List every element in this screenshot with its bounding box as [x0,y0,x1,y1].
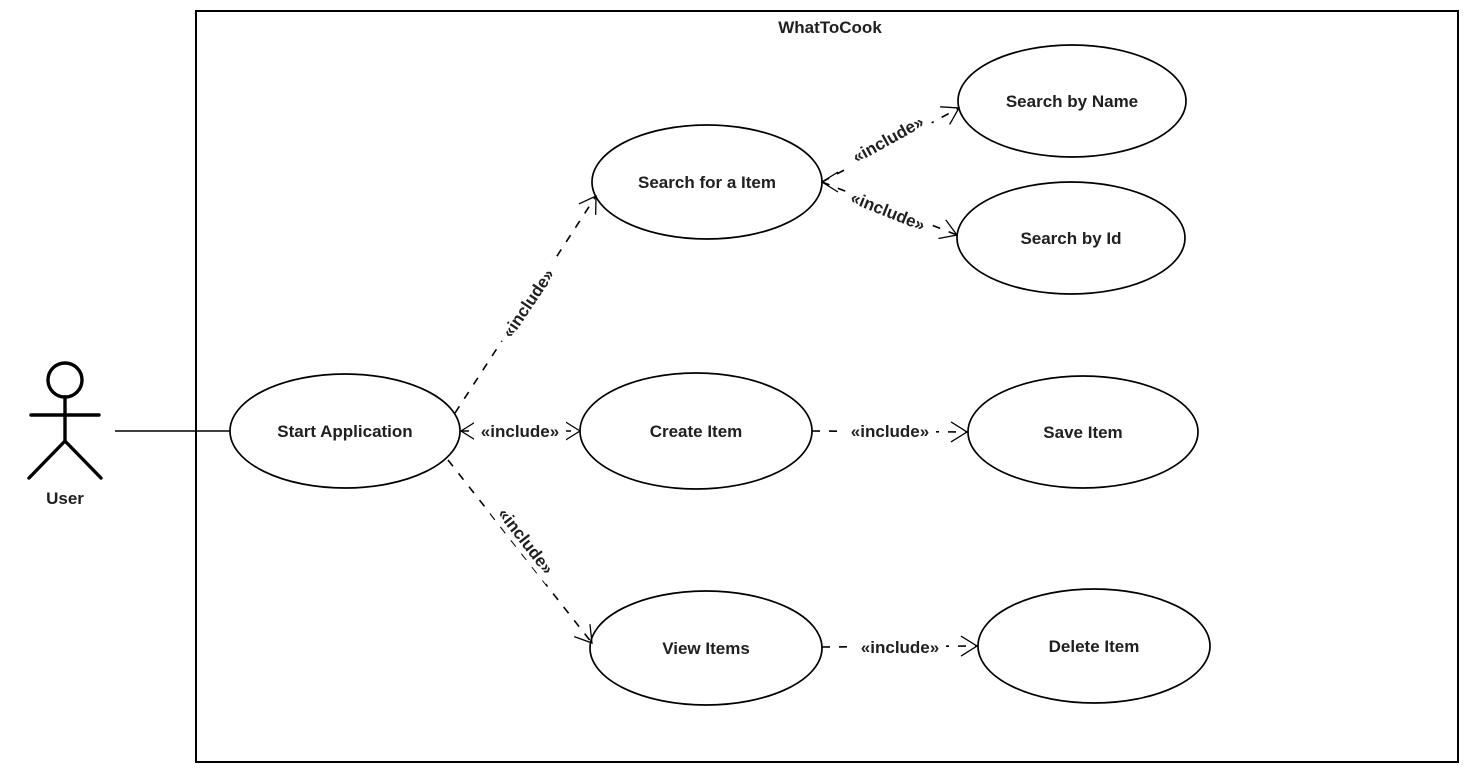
include-label-background [854,636,946,658]
actor-head [46,361,84,399]
usecase-search-by-name-label: Search by Name [1006,92,1138,111]
actor-label: User [46,489,84,508]
svg-text:«include»: «include» [861,638,939,657]
svg-text:«include»: «include» [481,422,559,441]
usecase-save-item-label: Save Item [1043,423,1122,442]
arrowhead-into-search-for-a-item [820,171,839,193]
edge-start-application-to-view-items [447,459,593,644]
usecase-view-items-ellipse [589,590,823,706]
usecase-delete-item-label: Delete Item [1049,637,1140,656]
include-label-background [844,420,936,442]
usecase-search-by-id-label: Search by Id [1020,229,1121,248]
include-label-create-to-save: «include» [844,420,936,442]
usecase-search-for-a-item-label: Search for a Item [638,173,776,192]
usecase-search-by-name-ellipse [957,44,1187,158]
include-label-start-to-create: «include» [474,420,566,442]
usecase-view-items-label: View Items [662,639,750,658]
include-label-background [474,420,566,442]
include-label-background [841,183,935,239]
include-label-background [842,107,934,171]
include-label-search-to-by-name: «include» [842,107,934,171]
actor-left-leg [27,439,67,480]
actor-user-icon [27,361,103,480]
usecase-start-application-label: Start Application [277,422,412,441]
svg-text:«include»: «include» [499,265,559,341]
include-label-background [489,497,563,585]
include-label-start-to-view: «include» [489,497,563,585]
include-label-start-to-search: «include» [493,258,563,348]
svg-text:«include»: «include» [494,505,557,578]
actor-right-leg [63,439,103,480]
svg-text:«include»: «include» [851,422,929,441]
include-label-background [493,258,563,348]
system-title: WhatToCook [778,18,882,37]
system-boundary-box [195,10,1459,763]
include-label-view-to-delete: «include» [854,636,946,658]
usecase-create-item-label: Create Item [650,422,743,441]
svg-text:«include»: «include» [849,112,927,167]
include-label-search-to-by-id: «include» [841,183,935,239]
